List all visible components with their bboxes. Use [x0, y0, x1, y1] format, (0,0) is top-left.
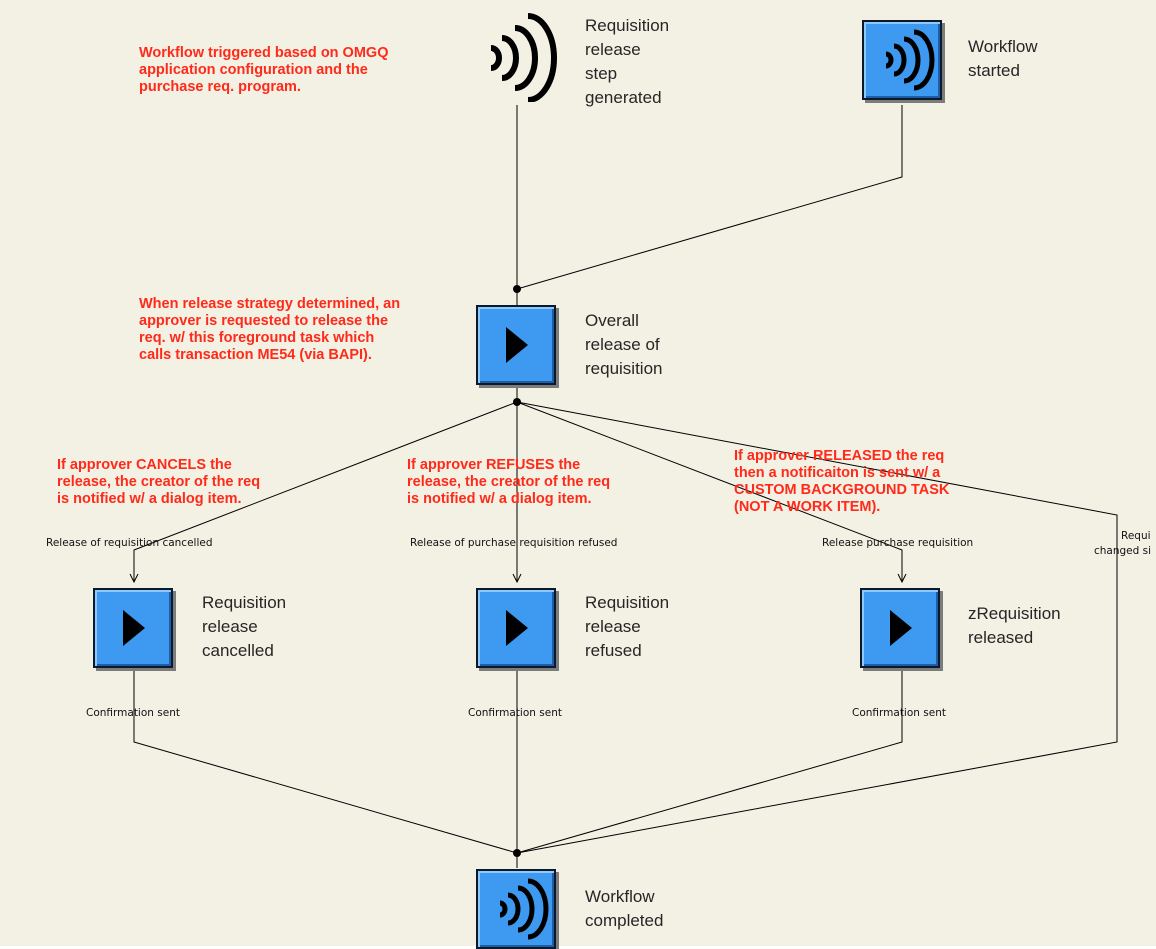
cancelled-label: Requisition release cancelled: [202, 593, 287, 660]
edge-label-confirmation-1: Confirmation sent: [86, 707, 180, 719]
released-task[interactable]: [860, 588, 940, 668]
workflow-started-event[interactable]: [862, 20, 942, 100]
workflow-completed-label: Workflow completed: [585, 887, 664, 930]
play-task-icon: [506, 610, 528, 646]
annotation-trigger: Workflow triggered based on OMGQ applica…: [139, 45, 389, 95]
annotation-refuses: If approver REFUSES the release, the cre…: [407, 457, 611, 507]
annotation-cancels: If approver CANCELS the release, the cre…: [57, 457, 261, 507]
refused-task[interactable]: [476, 588, 556, 668]
annotation-released: If approver RELEASED the req then a noti…: [734, 448, 950, 515]
cancelled-task[interactable]: [93, 588, 173, 668]
play-task-icon: [890, 610, 912, 646]
edge-label-released: Release purchase requisition: [822, 537, 974, 549]
play-task-icon: [506, 327, 528, 363]
edge-label-changed-line2: changed si: [1094, 545, 1152, 557]
requisition-step-event[interactable]: [478, 12, 558, 102]
event-waves-icon: [499, 878, 549, 940]
released-label: zRequisition released: [968, 604, 1061, 647]
overall-release-task[interactable]: [476, 305, 556, 385]
edge-label-confirmation-2: Confirmation sent: [468, 707, 562, 719]
edge-label-cancelled: Release of requisition cancelled: [46, 537, 213, 549]
refused-label: Requisition release refused: [585, 593, 670, 660]
play-task-icon: [123, 610, 145, 646]
overall-release-label: Overall release of requisition: [585, 311, 663, 378]
workflow-completed-event[interactable]: [476, 869, 556, 949]
annotation-release-strategy: When release strategy determined, an app…: [139, 296, 401, 363]
event-waves-icon: [885, 29, 935, 91]
edge-label-refused: Release of purchase requisition refused: [410, 537, 618, 549]
edge-label-changed-line1: Requi: [1121, 530, 1151, 542]
edge-label-confirmation-3: Confirmation sent: [852, 707, 946, 719]
requisition-step-label: Requisition release step generated: [585, 16, 670, 107]
workflow-started-label: Workflow started: [968, 37, 1038, 80]
event-waves-icon: [490, 13, 557, 102]
